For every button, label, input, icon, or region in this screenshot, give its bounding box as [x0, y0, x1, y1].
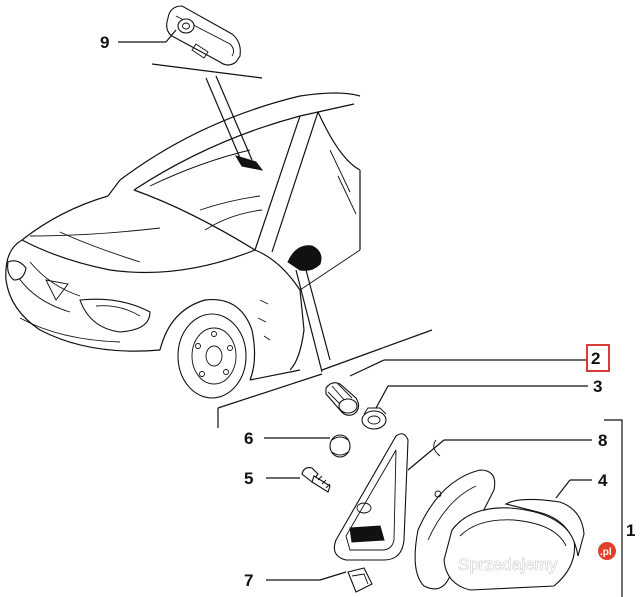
- interior-mirror-on-car: [234, 155, 264, 171]
- plug-cap: [329, 434, 351, 458]
- watermark-badge: [598, 542, 616, 560]
- callout-9: 9: [100, 33, 109, 52]
- callout-1: 1: [626, 521, 635, 540]
- retaining-clip: [347, 567, 373, 593]
- watermark-text: Sprzedajemy: [458, 555, 558, 574]
- callout-3: 3: [593, 377, 602, 396]
- callout-4: 4: [598, 471, 608, 490]
- watermark-badge-text: .pl: [600, 547, 612, 558]
- triangular-cover: [333, 433, 409, 561]
- callout-8: 8: [598, 431, 607, 450]
- rear-view-mirror: [166, 5, 241, 66]
- mirror-housing: [414, 439, 585, 591]
- sprzedajemy-watermark: Sprzedajemy .pl: [458, 542, 616, 574]
- door-mirror-on-car: [287, 245, 322, 271]
- callout-7: 7: [244, 571, 253, 590]
- rubber-boot: [325, 382, 360, 416]
- callout-highlight-box: [586, 344, 610, 372]
- leader-lines: [118, 29, 623, 597]
- callout-6: 6: [244, 429, 253, 448]
- screw: [301, 467, 331, 493]
- car-body: [5, 92, 361, 399]
- callout-5: 5: [244, 469, 253, 488]
- callout-2: 2: [591, 349, 600, 368]
- clip-nut: [361, 407, 387, 430]
